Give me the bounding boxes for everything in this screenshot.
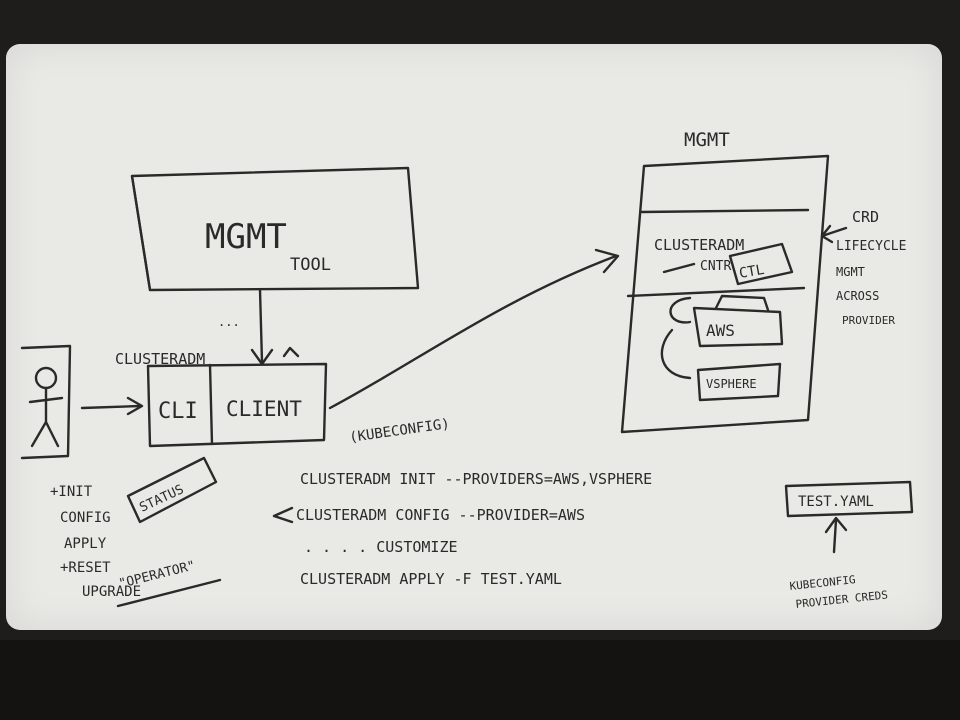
controller-label: CLUSTERADM [654,236,744,254]
file-note-kubeconfig: KUBECONFIG [789,573,856,593]
command-config: CLUSTERADM CONFIG --PROVIDER=AWS [296,506,585,524]
vsphere-provider-label: VSPHERE [706,377,757,391]
command-init: CLUSTERADM INIT --PROVIDERS=AWS,VSPHERE [300,470,652,488]
command-list: CLUSTERADM INIT --PROVIDERS=AWS,VSPHERE … [272,470,652,588]
mgmt-tool-box: MGMT TOOL [130,166,420,292]
svg-text:MGMT: MGMT [836,265,865,279]
mgmt-tool-subtitle: TOOL [290,255,331,275]
command-apply: CLUSTERADM APPLY -F TEST.YAML [300,570,562,588]
test-yaml-box: TEST.YAML KUBECONFIG PROVIDER CREDS [784,480,914,611]
marker-tray [0,640,960,720]
status-box: STATUS [126,456,218,524]
tool-to-client-arrow [258,288,264,364]
cli-label: CLI [158,399,198,424]
ctrl-arrow-label: CNTR [700,259,731,274]
vsphere-provider-box [696,362,782,402]
svg-text:...: ... [218,315,240,329]
user-to-cli-arrow [80,404,142,410]
crd-notes: CRD LIFECYCLE MGMT ACROSS PROVIDER [836,208,906,327]
command-customize: . . . . CUSTOMIZE [304,538,458,556]
action-apply: APPLY [64,536,107,552]
kubeconfig-label: (KUBECONFIG) [348,416,450,446]
action-upgrade: UPGRADE [82,584,141,600]
operator-label: "OPERATOR" [117,558,197,591]
aws-provider-box [692,306,784,348]
aws-provider-label: AWS [706,321,735,340]
user-actions-list: +INIT CONFIG APPLY +RESET UPGRADE "OPERA… [50,484,222,608]
mgmt-cluster: MGMT CLUSTERADM CNTR CTL AWS VSPHERE [620,129,830,434]
action-config: CONFIG [60,510,111,526]
ctl-badge [728,242,794,286]
file-note-creds: PROVIDER CREDS [795,588,889,611]
action-reset: +RESET [60,560,111,576]
test-yaml-label: TEST.YAML [798,494,874,510]
mgmt-tool-title: MGMT [205,217,287,257]
ctl-badge-label: CTL [738,262,766,282]
svg-text:LIFECYCLE: LIFECYCLE [836,239,906,254]
svg-text:CRD: CRD [852,208,879,226]
action-init: +INIT [50,484,93,500]
client-to-cluster-arrow [328,254,618,410]
whiteboard [6,44,942,630]
svg-text:PROVIDER: PROVIDER [842,314,895,327]
cli-client-box: CLI CLIENT [146,362,328,448]
user-figure [20,344,72,460]
clusteradm-label: CLUSTERADM [115,350,205,368]
crd-arrow [820,224,848,244]
svg-text:ACROSS: ACROSS [836,289,879,303]
client-label: CLIENT [226,397,302,421]
mgmt-cluster-title: MGMT [684,129,730,151]
